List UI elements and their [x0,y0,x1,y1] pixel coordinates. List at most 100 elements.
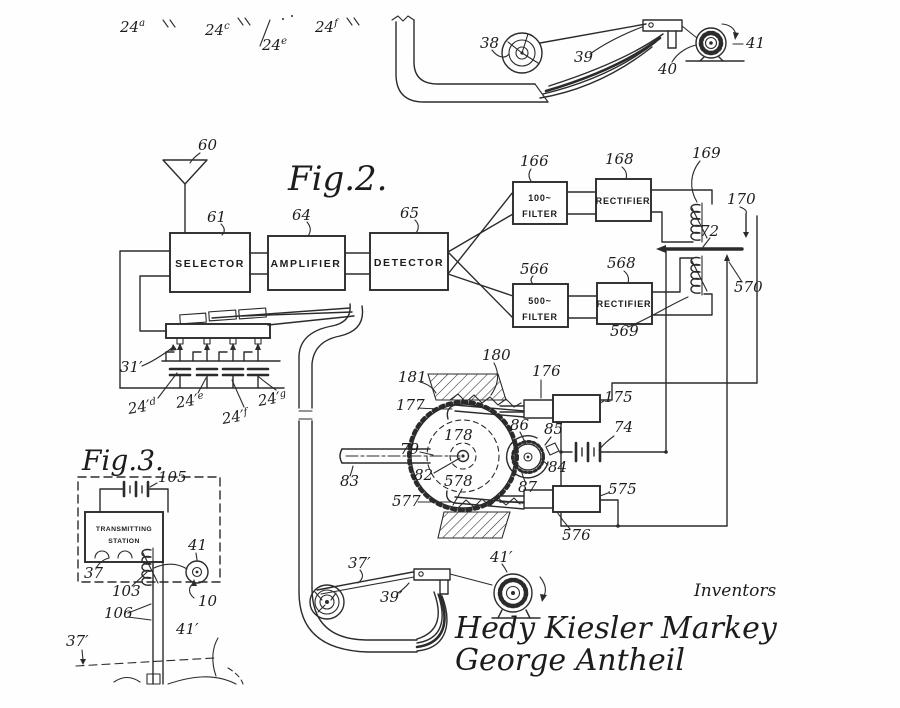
label-176: 176 [532,362,561,380]
fig3-title: Fig.3. [81,444,164,477]
filter-500-box: 500~ FILTER 566 [512,260,569,328]
inventor-signature-2: George Antheil [455,643,685,678]
magnet-175: 175 176 [499,362,633,423]
battery-74: 74 [574,418,633,463]
label-86: 86 [510,416,530,434]
label-166: 166 [520,152,549,170]
filter-500-line2: FILTER [522,312,558,322]
label-570: 570 [734,278,763,296]
label-31prime: 31′ [120,358,143,376]
label-178: 178 [444,426,473,444]
label-575: 575 [608,480,637,498]
label-84: 84 [548,458,567,476]
detector-label: DETECTOR [374,257,444,269]
bottom-tape-fan [415,591,448,652]
top-tape-duct [391,15,549,103]
ratchet-gear [345,400,519,512]
inventors-caption: Inventors [693,581,776,601]
bottom-motor [491,573,547,619]
cap-unit-3 [218,343,245,389]
label-24a: 24a [119,18,145,36]
relay-wiring [559,215,758,528]
label-24e: 24e [261,36,287,54]
label-181: 181 [398,368,427,386]
top-spool [501,23,647,74]
rectifier-100-box: RECTIFIER 168 [566,150,652,222]
label-106: 106 [104,604,133,622]
battery-105: 105 [99,468,187,513]
label-74: 74 [614,418,633,436]
top-guide-bracket [642,19,698,49]
label-38: 38 [480,34,499,52]
label-37prime-mid: 37′ [348,554,371,572]
detector-fork [447,191,514,319]
label-105: 105 [158,468,187,486]
transmitting-station-box: TRANSMITTING STATION [84,511,164,563]
label-72: 72 [700,222,719,240]
block-connectors [249,252,371,275]
bottom-guide-bracket [413,568,493,595]
label-87: 87 [518,478,538,496]
label-40: 40 [657,60,678,78]
fig3-motor-41 [185,560,209,584]
coil-103 [141,547,188,588]
label-39: 39 [574,48,594,66]
relay-coil-500: 569 [610,255,713,340]
filter-100-box: 100~ FILTER 166 [512,152,568,225]
label-170: 170 [727,190,756,208]
label-41-fig3: 41 [187,536,207,554]
top-motor [685,23,745,62]
top-tape-fan [539,33,664,99]
capacitor-bank: 31′ 24′d 24′e 24′f 24′g [119,307,355,428]
label-60: 60 [198,136,218,154]
bottom-spool [309,571,415,620]
label-83: 83 [340,472,359,490]
selector-box: SELECTOR 61 [169,208,251,293]
label-37-fig3: 37 [84,564,104,582]
amplifier-box: AMPLIFIER 64 [267,206,346,291]
cap-unit-2 [192,343,219,389]
label-24g: 24′g [255,387,288,410]
label-41-top: 41 [745,34,765,52]
label-568: 568 [607,254,636,272]
filter-100-line2: FILTER [522,209,558,219]
label-180: 180 [482,346,511,364]
transmission-line: 106 [104,561,164,685]
detector-box: DETECTOR 65 [369,204,449,291]
amplifier-label: AMPLIFIER [271,258,342,270]
magnet-575: 575 576 [499,480,637,544]
label-37prime-fig3: 37′ [66,632,89,650]
label-175: 175 [604,388,633,406]
label-24e2: 24′e [173,389,205,412]
top-strip-labels: 24a 24c 24e 24f [119,15,360,54]
selector-label: SELECTOR [175,258,245,270]
label-85: 85 [544,420,563,438]
lower-pawl [437,490,525,539]
relay-armature: 72 170 570 [656,190,763,527]
label-41prime-mid: 41′ [489,548,513,566]
antenna: 60 [162,136,218,234]
rectifier-500-label: RECTIFIER [597,299,652,309]
cutoff-tick-marks [162,15,360,47]
label-24f2: 24′f [219,405,251,428]
fig3: Fig.3. 105 TRANSMITTING STATION [66,444,244,685]
label-61: 61 [207,208,226,226]
label-103: 103 [112,582,141,600]
label-65: 65 [400,204,419,222]
rectifier-500-box: RECTIFIER 568 [567,254,653,325]
gear-labels: 181 177 180 79 178 82 83 578 86 85 84 87… [340,346,567,510]
label-79: 79 [400,440,420,458]
gear-shaft [339,448,431,464]
pinion-and-ring [506,435,560,479]
selector-wires [119,250,171,389]
station-line2: STATION [108,538,140,545]
label-24d: 24′d [125,395,158,418]
label-566: 566 [520,260,549,278]
bottom-mech-labels: 37′ 39′ 41′ [348,548,513,606]
filter-100-line1: 100~ [528,193,551,203]
relay-coil-100: 169 [650,144,721,243]
label-177: 177 [396,396,425,414]
label-169: 169 [692,144,721,162]
